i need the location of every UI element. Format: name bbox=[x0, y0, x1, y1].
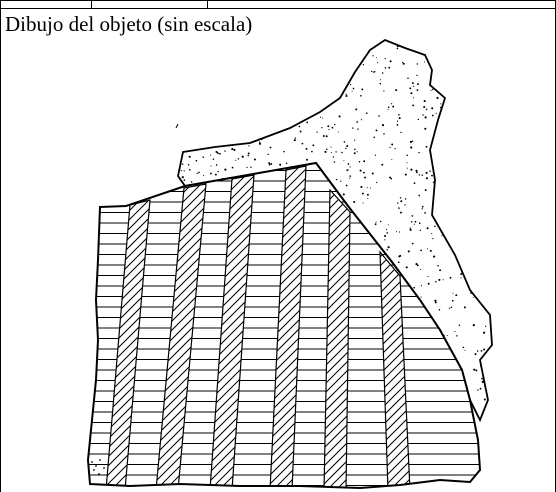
table-column-divider bbox=[91, 0, 92, 8]
hatched-slab bbox=[88, 163, 480, 488]
corner-stipple bbox=[91, 459, 105, 475]
stray-mark bbox=[175, 123, 179, 129]
table-top-border bbox=[0, 0, 556, 1]
drawing-caption: Dibujo del objeto (sin escala) bbox=[5, 12, 253, 36]
table-column-divider bbox=[207, 0, 208, 8]
table-row-divider bbox=[0, 8, 556, 9]
hatched-slab-outline bbox=[86, 161, 482, 490]
